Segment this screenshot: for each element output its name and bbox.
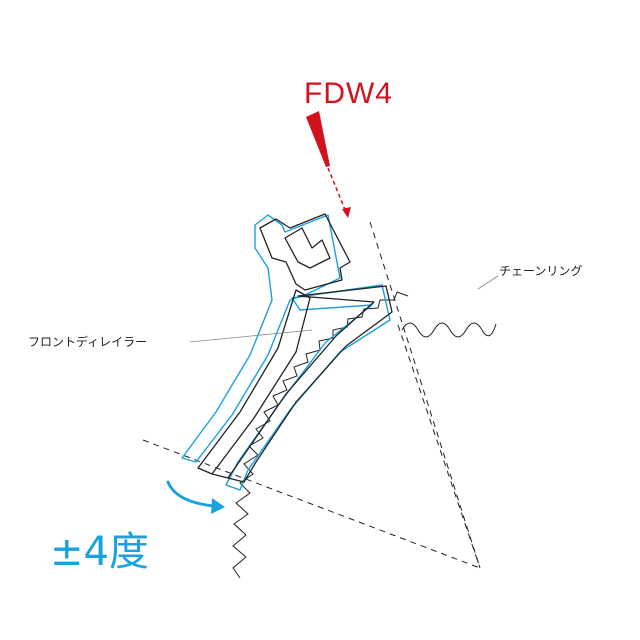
- red-arrow-dashed-stem: [327, 167, 347, 213]
- front-derailleur-label: フロントディレイラー: [28, 334, 147, 349]
- derailleur-leader-line: [189, 329, 313, 343]
- dashed-line-horizontal: [142, 439, 481, 569]
- chainring-leader-line: [477, 275, 499, 290]
- derailleur-black-outline: [197, 213, 393, 483]
- derailleur-cage-inner-plate: [227, 285, 393, 483]
- rotation-arrow-curve: [166, 480, 216, 508]
- angle-label: ±4度: [50, 529, 149, 575]
- blue-cage-outer: [181, 214, 341, 463]
- rotation-arrow-head: [211, 498, 225, 514]
- derailleur-mount-clamp: [259, 213, 351, 291]
- derailleur-clamp-inner: [284, 227, 331, 269]
- rotation-arrow-icon: [166, 480, 225, 514]
- derailleur-cage-outer-plate: [197, 289, 311, 475]
- dashed-line-right: [397, 324, 481, 569]
- dashed-line-steep: [369, 221, 481, 569]
- chainring-tail-wave: [401, 322, 497, 338]
- red-arrow-icon: [306, 111, 351, 218]
- red-arrow-head: [342, 207, 351, 218]
- chainring-label: チェーンリング: [499, 264, 582, 278]
- model-label: FDW4: [304, 77, 393, 110]
- cage-connector: [211, 473, 229, 479]
- red-arrow-wedge: [306, 111, 330, 167]
- dashed-guide-lines: [142, 221, 481, 569]
